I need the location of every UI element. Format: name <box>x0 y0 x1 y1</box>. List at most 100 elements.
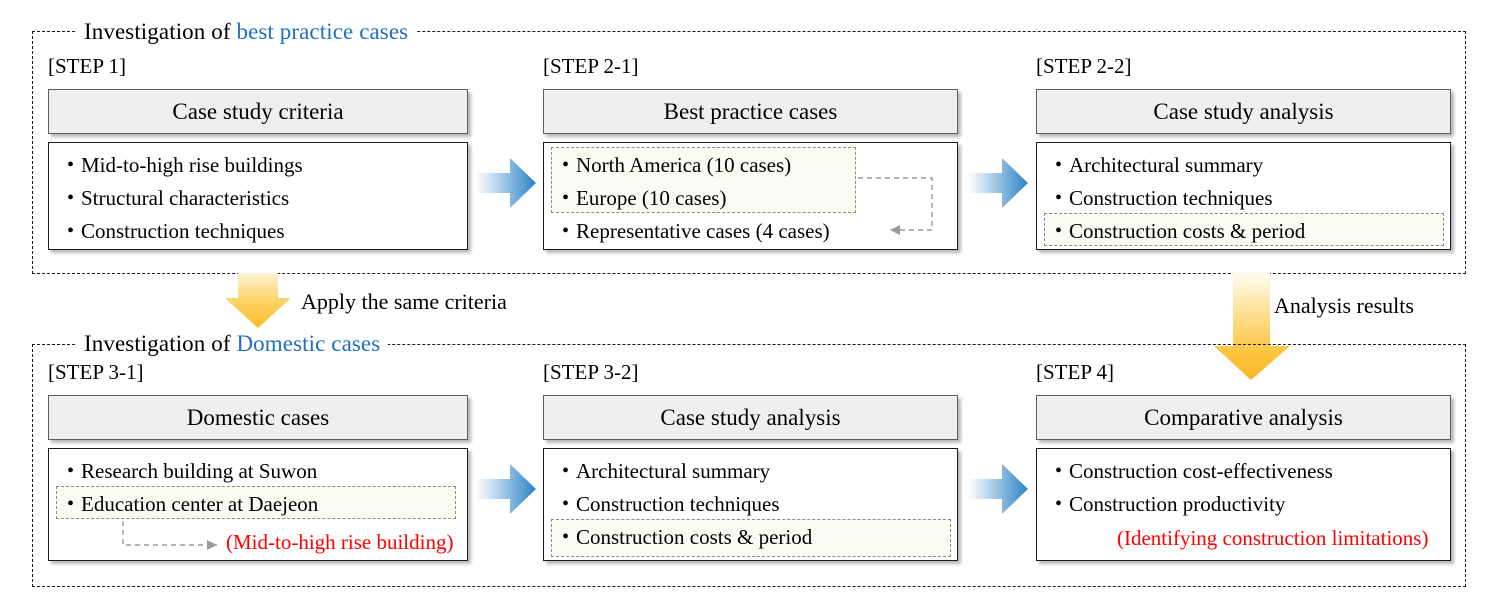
bullet-dot-icon: • <box>67 186 75 209</box>
step-2-1-bullets: • North America (10 cases) • Europe (10 … <box>544 143 957 249</box>
list-item-label: Representative cases (4 cases) <box>576 218 830 243</box>
connector-representative-cases <box>858 177 933 235</box>
highlight-region-education-center <box>56 486 456 519</box>
bullet-dot-icon: • <box>1055 186 1063 209</box>
flow-label-analysis-results: Analysis results <box>1274 293 1414 318</box>
bullet-dot-icon: • <box>1055 219 1063 242</box>
flow-arrow-right-icon <box>476 464 536 514</box>
panel-domestic <box>32 344 1466 587</box>
list-item-label: Construction techniques <box>81 218 285 243</box>
flow-arrow-right-icon <box>476 158 536 208</box>
bullet-dot-icon: • <box>1055 492 1063 515</box>
bullet-dot-icon: • <box>562 153 570 176</box>
panel-best-practice-title: Investigation of best practice cases <box>76 19 417 44</box>
list-item-label: Structural characteristics <box>81 185 290 210</box>
list-item: • Construction costs & period <box>548 520 960 553</box>
list-item: • Education center at Daejeon <box>53 487 465 520</box>
panel-title-highlight: best practice cases <box>236 19 409 44</box>
bullet-dot-icon: • <box>1055 153 1063 176</box>
list-item-label: Construction costs & period <box>1069 218 1306 243</box>
list-item: • Construction productivity <box>1041 487 1453 520</box>
list-item: • Construction costs & period <box>1041 214 1453 247</box>
list-item-label: Research building at Suwon <box>81 458 318 483</box>
step-2-1-header: Best practice cases <box>543 89 958 134</box>
bullet-dot-icon: • <box>67 459 75 482</box>
step-2-1-label: [STEP 2-1] <box>543 54 639 78</box>
bullet-dot-icon: • <box>562 219 570 242</box>
step-1-header: Case study criteria <box>48 89 468 134</box>
step-2-1-body: • North America (10 cases) • Europe (10 … <box>543 142 958 250</box>
list-item-label: Construction cost-effectiveness <box>1069 458 1333 483</box>
note-mid-to-high-rise: (Mid-to-high rise building) <box>226 530 454 554</box>
list-item: • Representative cases (4 cases) <box>548 214 960 247</box>
flow-arrow-down-left-icon <box>225 273 291 328</box>
list-item: • Architectural summary <box>548 454 960 487</box>
step-4-bullets: • Construction cost-effectiveness • Cons… <box>1037 449 1450 560</box>
list-item-label: Mid-to-high rise buildings <box>81 152 303 177</box>
connector-mid-to-high-note <box>122 521 217 550</box>
step-3-1-bullets: • Research building at Suwon • Education… <box>49 449 467 560</box>
list-item: • Construction cost-effectiveness <box>1041 454 1453 487</box>
bullet-dot-icon: • <box>1055 459 1063 482</box>
step-3-1: [STEP 3-1] Domestic cases • Research bui… <box>48 361 468 566</box>
list-item-label: Construction techniques <box>576 491 780 516</box>
flow-arrow-right-icon <box>968 464 1028 514</box>
list-item: • North America (10 cases) <box>548 148 960 181</box>
list-item: • Architectural summary <box>1041 148 1453 181</box>
step-4-header: Comparative analysis <box>1036 395 1451 440</box>
step-1: [STEP 1] Case study criteria • Mid-to-hi… <box>48 55 468 255</box>
bullet-dot-icon: • <box>67 219 75 242</box>
list-item-label: Construction costs & period <box>576 524 813 549</box>
list-item: • Europe (10 cases) <box>548 181 960 214</box>
step-2-2-header: Case study analysis <box>1036 89 1451 134</box>
step-2-2: [STEP 2-2] Case study analysis • Archite… <box>1036 55 1451 255</box>
list-item-label: Architectural summary <box>1069 152 1264 177</box>
list-item: • Research building at Suwon <box>53 454 465 487</box>
panel-domestic-title: Investigation of Domestic cases <box>76 331 389 356</box>
step-2-2-body: • Architectural summary • Construction t… <box>1036 142 1451 250</box>
step-4-body: • Construction cost-effectiveness • Cons… <box>1036 448 1451 561</box>
step-3-2-label: [STEP 3-2] <box>543 360 639 384</box>
list-item-label: Europe (10 cases) <box>576 185 727 210</box>
list-item-label: Construction techniques <box>1069 185 1273 210</box>
step-3-1-body: • Research building at Suwon • Education… <box>48 448 468 561</box>
panel-best-practice <box>32 31 1466 274</box>
list-item: • Mid-to-high rise buildings <box>53 148 465 181</box>
step-3-2-header: Case study analysis <box>543 395 958 440</box>
step-3-2: [STEP 3-2] Case study analysis • Archite… <box>543 361 958 566</box>
highlight-region-regions <box>551 147 856 213</box>
bullet-dot-icon: • <box>67 492 75 515</box>
flow-label-apply-criteria: Apply the same criteria <box>301 289 507 314</box>
step-2-2-bullets: • Architectural summary • Construction t… <box>1037 143 1450 249</box>
list-item: • Structural characteristics <box>53 181 465 214</box>
step-1-bullets: • Mid-to-high rise buildings • Structura… <box>49 143 467 249</box>
step-2-1: [STEP 2-1] Best practice cases • North A… <box>543 55 958 255</box>
bullet-dot-icon: • <box>562 186 570 209</box>
list-item: • Construction techniques <box>548 487 960 520</box>
flow-arrow-right-icon <box>968 158 1028 208</box>
step-1-label: [STEP 1] <box>48 54 126 78</box>
bullet-dot-icon: • <box>562 459 570 482</box>
step-4: [STEP 4] Comparative analysis • Construc… <box>1036 361 1451 566</box>
step-2-2-label: [STEP 2-2] <box>1036 54 1132 78</box>
step-3-1-header: Domestic cases <box>48 395 468 440</box>
list-item: • Construction techniques <box>1041 181 1453 214</box>
bullet-dot-icon: • <box>562 492 570 515</box>
flow-arrow-down-right-icon <box>1214 272 1290 380</box>
note-identifying-limitations: (Identifying construction limitations) <box>1117 526 1429 550</box>
list-item-label: North America (10 cases) <box>576 152 792 177</box>
step-3-1-label: [STEP 3-1] <box>48 360 144 384</box>
list-item-label: Construction productivity <box>1069 491 1286 516</box>
panel-title-prefix: Investigation of <box>84 331 231 356</box>
list-item-label: Architectural summary <box>576 458 771 483</box>
list-item: • Construction techniques <box>53 214 465 247</box>
step-3-2-bullets: • Architectural summary • Construction t… <box>544 449 957 560</box>
step-4-label: [STEP 4] <box>1036 360 1114 384</box>
highlight-region-costs <box>551 519 951 557</box>
bullet-dot-icon: • <box>562 525 570 548</box>
step-1-body: • Mid-to-high rise buildings • Structura… <box>48 142 468 250</box>
highlight-region-costs <box>1044 213 1444 246</box>
list-item-label: Education center at Daejeon <box>81 491 319 516</box>
step-3-2-body: • Architectural summary • Construction t… <box>543 448 958 561</box>
